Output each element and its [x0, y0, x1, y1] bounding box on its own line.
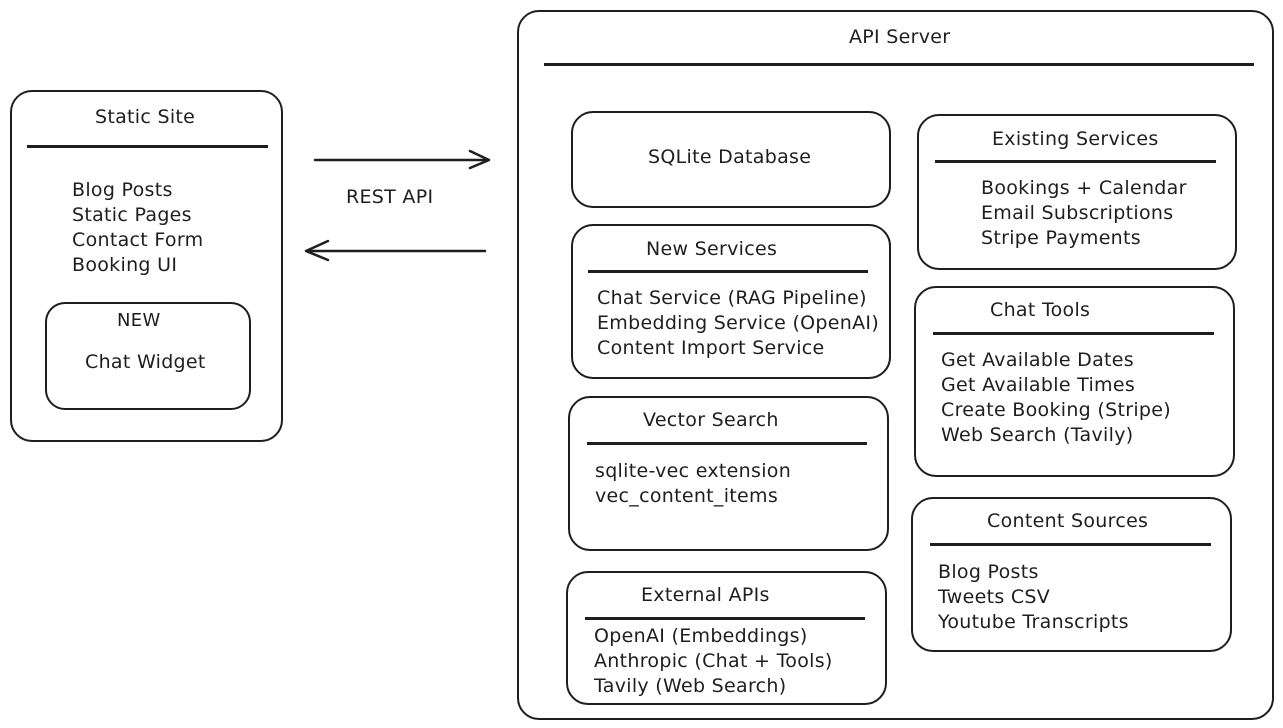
content-sources-box [911, 497, 1232, 652]
left-arrow-head [304, 239, 330, 262]
chat-tools-title: Chat Tools [990, 299, 1091, 321]
external-apis-title: External APIs [641, 584, 770, 606]
existing-services-box [917, 114, 1237, 270]
vector-search-title: Vector Search [643, 409, 779, 431]
list-item: Booking UI [72, 254, 178, 276]
existing-services-items: Bookings + Calendar Email Subscriptions … [981, 176, 1187, 251]
existing-services-divider [935, 160, 1216, 163]
external-apis-box [566, 571, 887, 705]
external-apis-items: OpenAI (Embeddings) Anthropic (Chat + To… [594, 624, 833, 699]
list-item: Tavily (Web Search) [594, 675, 787, 697]
right-arrow-head [468, 149, 491, 170]
new-services-title: New Services [646, 238, 778, 260]
new-services-items: Chat Service (RAG Pipeline) Embedding Se… [597, 286, 879, 361]
list-item: Content Import Service [597, 337, 825, 359]
new-services-divider [588, 270, 868, 273]
list-item: Static Pages [72, 204, 192, 226]
list-item: Youtube Transcripts [938, 611, 1129, 633]
static-site-title: Static Site [95, 106, 196, 128]
list-item: Email Subscriptions [981, 202, 1174, 224]
chat-tools-divider [933, 332, 1214, 335]
list-item: Blog Posts [938, 561, 1039, 583]
vector-search-divider [587, 442, 867, 445]
sqlite-database-label: SQLite Database [648, 146, 812, 168]
chat-widget-label: Chat Widget [85, 351, 206, 373]
list-item: Tweets CSV [938, 586, 1051, 608]
vector-search-box [568, 396, 889, 551]
sqlite-database-box [571, 111, 891, 208]
list-item: OpenAI (Embeddings) [594, 625, 808, 647]
chat-widget-box [45, 302, 251, 410]
list-item: Web Search (Tavily) [941, 424, 1134, 446]
static-site-items: Blog Posts Static Pages Contact Form Boo… [72, 178, 203, 278]
vector-search-items: sqlite-vec extension vec_content_items [595, 459, 791, 509]
list-item: Get Available Times [941, 374, 1136, 396]
chat-tools-items: Get Available Dates Get Available Times … [941, 348, 1171, 448]
content-sources-divider [930, 543, 1211, 546]
list-item: vec_content_items [595, 485, 779, 507]
list-item: Embedding Service (OpenAI) [597, 312, 880, 334]
list-item: sqlite-vec extension [595, 460, 792, 482]
list-item: Contact Form [72, 229, 204, 251]
list-item: Stripe Payments [981, 227, 1141, 249]
rest-api-label: REST API [346, 186, 434, 208]
list-item: Anthropic (Chat + Tools) [594, 650, 833, 672]
list-item: Get Available Dates [941, 349, 1134, 371]
external-apis-divider [585, 617, 865, 620]
chat-tools-box [914, 286, 1235, 477]
list-item: Create Booking (Stripe) [941, 399, 1171, 421]
list-item: Blog Posts [72, 179, 173, 201]
existing-services-title: Existing Services [992, 128, 1159, 150]
new-services-box [571, 224, 891, 379]
new-badge: NEW [117, 310, 161, 331]
static-site-divider [27, 145, 268, 148]
list-item: Chat Service (RAG Pipeline) [597, 287, 867, 309]
api-server-divider [544, 63, 1254, 66]
list-item: Bookings + Calendar [981, 177, 1187, 199]
api-server-title: API Server [849, 26, 951, 48]
content-sources-items: Blog Posts Tweets CSV Youtube Transcript… [938, 560, 1129, 635]
content-sources-title: Content Sources [987, 510, 1149, 532]
